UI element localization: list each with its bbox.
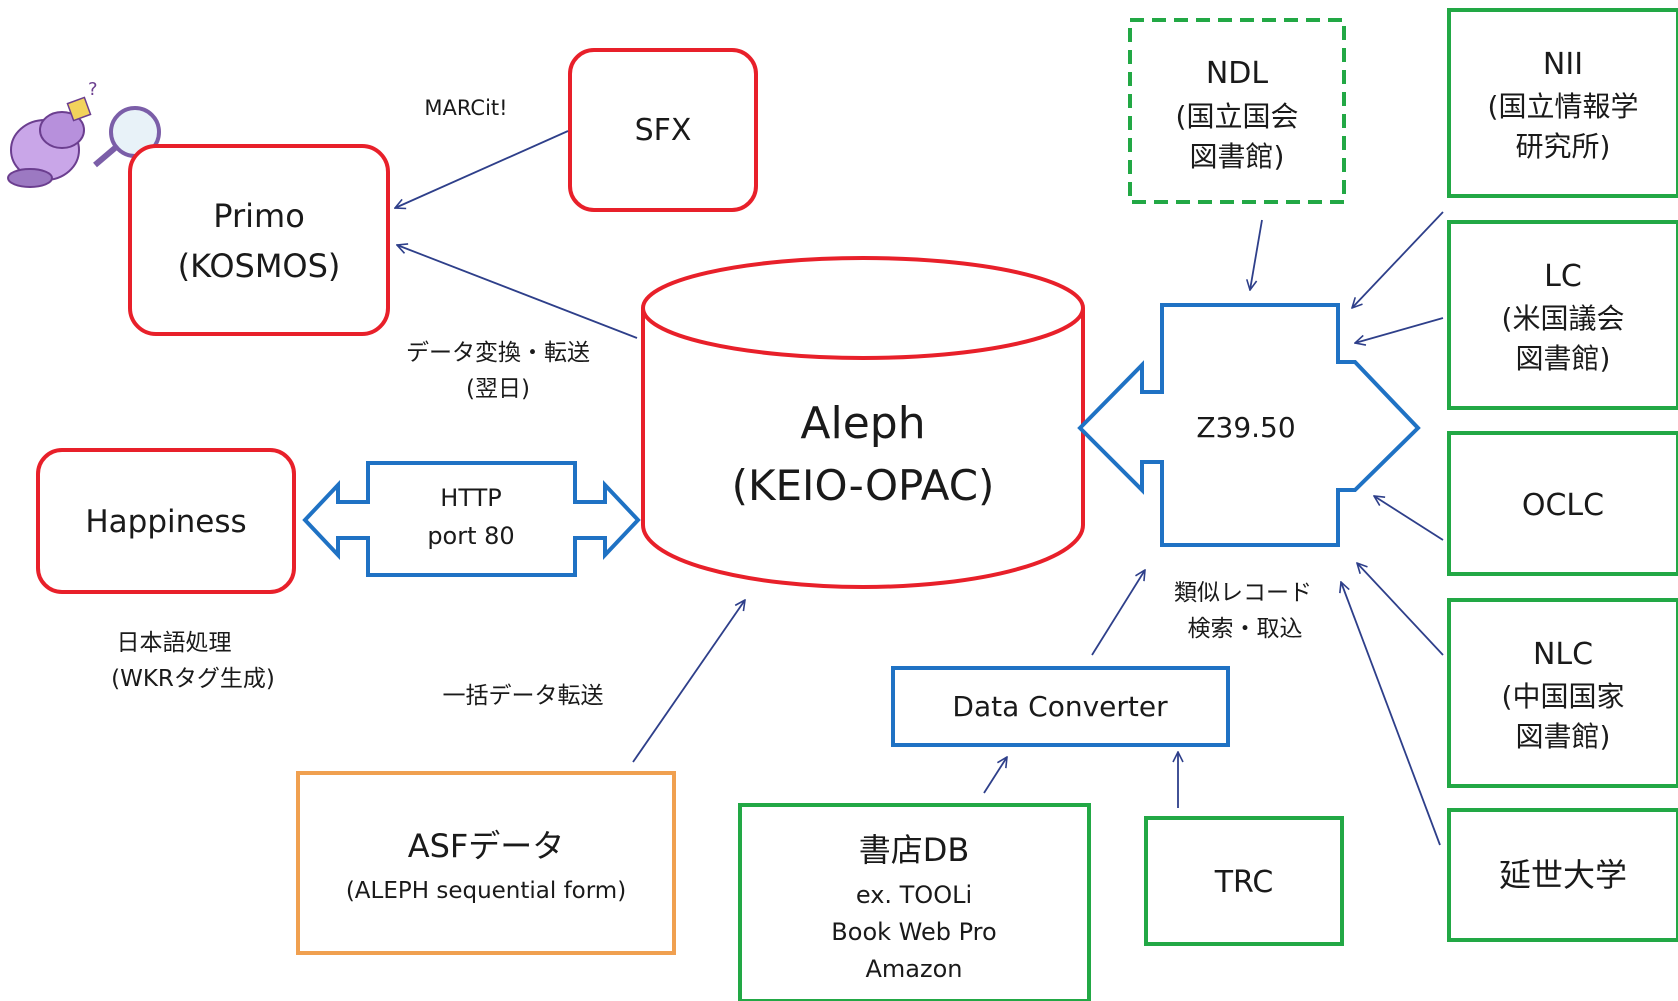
nlc-node: NLC (中国国家 図書館) [1447,598,1678,788]
http-port-label: port 80 [427,522,514,550]
z3950-gateway: Z39.50 [1077,303,1421,547]
nlc-label: NLC [1533,637,1593,672]
bookstore-db-node: 書店DB ex. TOOLi Book Web Pro Amazon [738,803,1091,1001]
nii-sublabel-2: 研究所) [1516,130,1611,163]
http-label: HTTP [440,484,501,512]
ndl-to-z3950-arrow [1250,219,1263,290]
ndl-sublabel-1: (国立国会 [1176,100,1299,133]
search-import-note: 検索・取込 [1188,616,1303,642]
similar-records-note: 類似レコード [1174,580,1312,606]
nlc-to-z3950-arrow [1357,563,1444,656]
converter-to-z3950-arrow [1091,570,1145,656]
bookstore-label: 書店DB [859,831,970,869]
sfx-node: SFX [568,48,758,212]
asf-data-node: ASFデータ (ALEPH sequential form) [296,771,676,955]
bookstore-example-2: Book Web Pro [831,918,996,946]
yonsei-node: 延世大学 [1447,808,1678,942]
lc-node: LC (米国議会 図書館) [1447,220,1678,410]
primo-sublabel: (KOSMOS) [178,247,341,285]
nlc-sublabel-1: (中国国家 [1502,680,1625,713]
nii-sublabel-1: (国立情報学 [1488,90,1639,123]
bookstore-to-converter-arrow [983,757,1007,794]
primo-node: Primo (KOSMOS) [128,144,390,336]
marcit-note: MARCit! [424,96,507,120]
aleph-label: Aleph [800,398,925,449]
asf-sublabel: (ALEPH sequential form) [346,878,626,904]
primo-label: Primo [213,197,305,235]
http-connector: HTTP port 80 [302,461,641,577]
lc-sublabel-2: 図書館) [1516,342,1611,375]
nii-to-z3950-arrow [1352,211,1444,308]
sfx-to-primo-arrow [395,130,569,208]
lc-label: LC [1544,259,1582,294]
connectors [395,130,1444,846]
nii-label: NII [1543,47,1583,82]
wkr-tag-note: (WKRタグ生成) [111,666,275,692]
data-converter-node: Data Converter [891,666,1230,747]
bookstore-example-3: Amazon [866,955,963,983]
oclc-to-z3950-arrow [1374,496,1444,541]
z3950-label: Z39.50 [1196,411,1295,444]
asf-to-aleph-arrow [632,600,745,763]
sfx-label: SFX [635,113,692,148]
aleph-sublabel: (KEIO-OPAC) [732,461,995,510]
bookstore-example-1: ex. TOOLi [856,881,972,909]
aleph-to-primo-arrow [397,245,638,339]
lc-to-z3950-arrow [1355,317,1444,343]
ndl-node: NDL (国立国会 図書館) [1128,18,1346,204]
ndl-label: NDL [1206,56,1269,91]
conversion-note: データ変換・転送 [406,340,590,366]
nii-node: NII (国立情報学 研究所) [1447,8,1678,198]
bulk-transfer-note: 一括データ転送 [443,683,604,709]
ndl-sublabel-2: 図書館) [1190,140,1285,173]
data-converter-label: Data Converter [952,690,1168,723]
yonsei-label: 延世大学 [1499,856,1627,894]
svg-text:?: ? [88,79,98,100]
asf-label: ASFデータ [408,827,565,865]
japanese-processing-note: 日本語処理 [117,630,232,656]
conversion-timing-note: (翌日) [466,376,530,402]
yonsei-to-z3950-arrow [1341,582,1441,846]
trc-label: TRC [1214,865,1274,900]
oclc-label: OCLC [1522,488,1604,523]
lc-sublabel-1: (米国議会 [1502,302,1625,335]
oclc-node: OCLC [1447,431,1678,576]
nlc-sublabel-2: 図書館) [1516,720,1611,753]
happiness-label: Happiness [85,504,246,540]
magnifier-figure-icon: ? [7,79,161,188]
aleph-database: Aleph (KEIO-OPAC) [641,256,1085,589]
happiness-node: Happiness [36,448,296,594]
trc-node: TRC [1144,816,1344,946]
